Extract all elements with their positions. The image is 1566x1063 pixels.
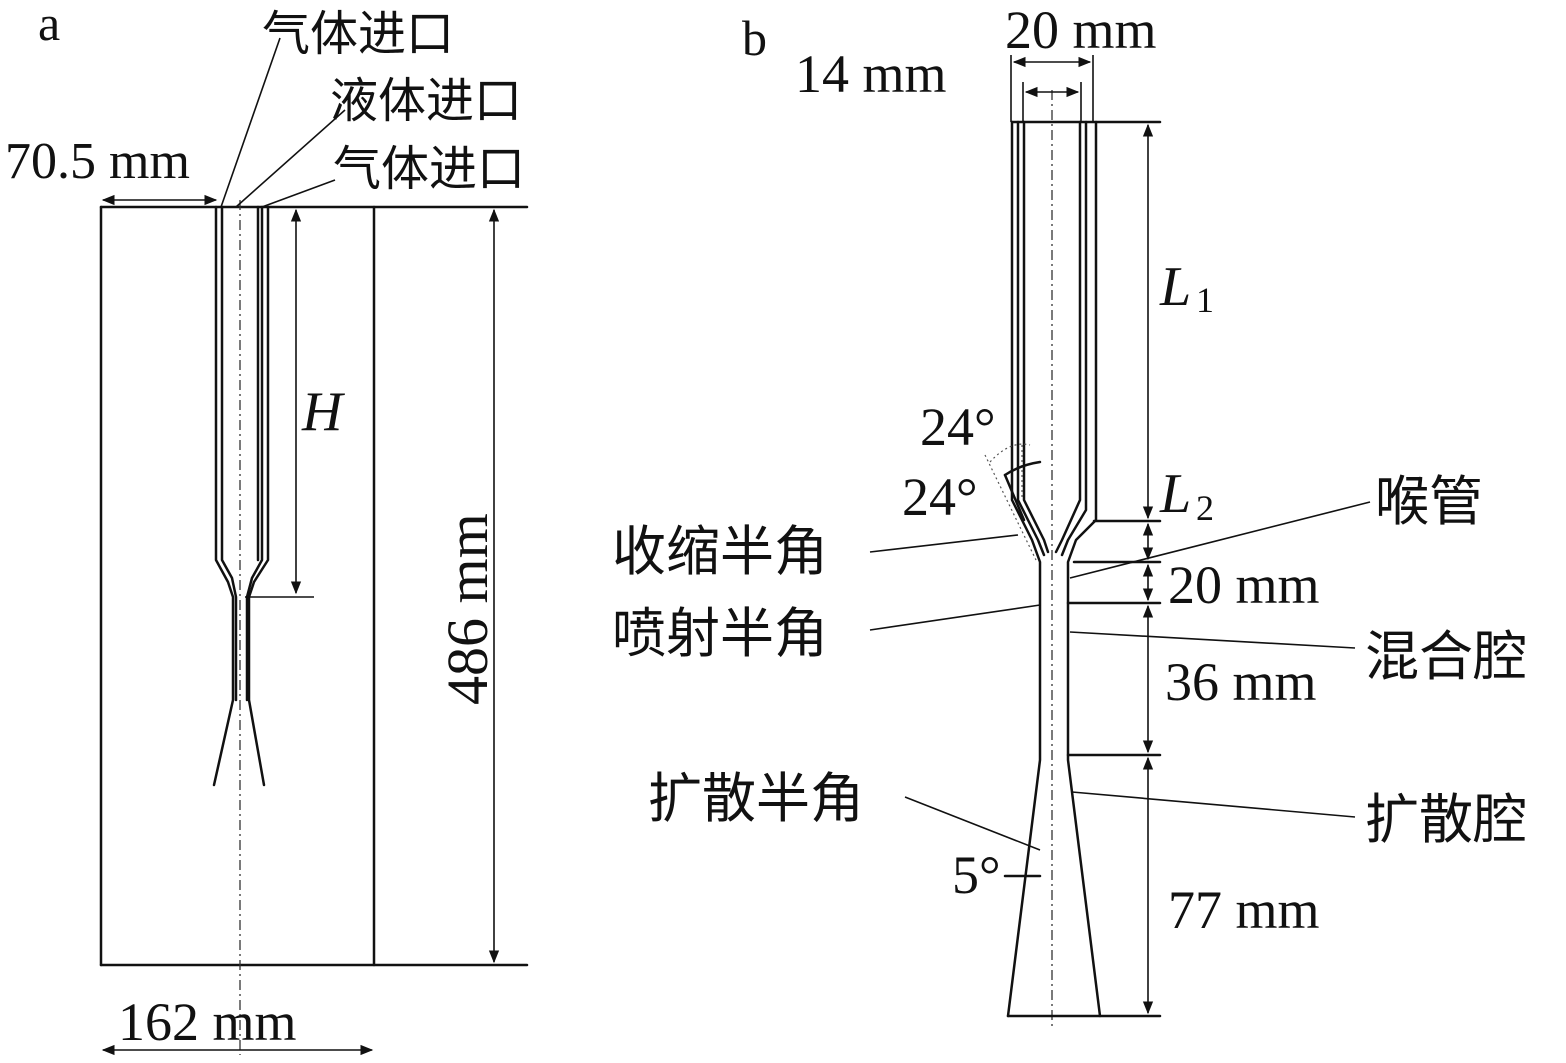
- dim-l2-symbol: L: [1159, 463, 1191, 525]
- label-diffuser-chamber: 扩散腔: [1365, 788, 1527, 851]
- panel-label-b: b: [742, 10, 767, 66]
- dim-mixing: 36 mm: [1142, 604, 1317, 754]
- label-contraction-half-angle: 收缩半角: [612, 520, 828, 583]
- inlet-leaders: [220, 37, 346, 208]
- diffuser-angle-mark: 5°: [952, 845, 1042, 905]
- dim-mixing-label: 36 mm: [1165, 652, 1317, 712]
- label-throat: 喉管: [1375, 470, 1483, 533]
- dim-l2-subscript: 2: [1196, 488, 1214, 528]
- dim-l1-symbol: L: [1159, 256, 1191, 318]
- panel-label-a: a: [38, 0, 60, 51]
- angle-upper-label: 24°: [920, 397, 996, 457]
- dim-outer-width-label: 20 mm: [1005, 0, 1157, 60]
- dim-diffuser: 77 mm: [1142, 756, 1320, 1015]
- dim-vessel-height: 486 mm: [435, 208, 500, 964]
- left-leaders: [869, 534, 1041, 851]
- label-gas-inlet-bottom: 气体进口: [333, 141, 525, 197]
- ejector-body: [1006, 120, 1162, 1018]
- angle-lower-label: 24°: [902, 467, 978, 527]
- dim-h-label: H: [301, 381, 345, 443]
- dim-inner-width-label: 14 mm: [795, 44, 947, 104]
- dim-h: H: [245, 208, 345, 598]
- dim-l1: L 1: [1142, 123, 1214, 520]
- label-jet-half-angle: 喷射半角: [612, 602, 828, 665]
- dim-vessel-width: 162 mm: [101, 992, 374, 1056]
- dim-throat-label: 20 mm: [1168, 555, 1320, 615]
- dim-diffuser-label: 77 mm: [1168, 880, 1320, 940]
- dim-throat: 20 mm: [1142, 555, 1320, 615]
- figure-b: b 20 mm 14 mm: [612, 0, 1527, 1030]
- diffuser-angle-label: 5°: [952, 845, 1001, 905]
- label-liquid-inlet: 液体进口: [330, 73, 522, 129]
- dim-l1-subscript: 1: [1196, 280, 1214, 320]
- dim-inner-width: 14 mm: [795, 44, 1082, 122]
- dim-vessel-height-label: 486 mm: [435, 513, 500, 705]
- contraction-angle-marks: [984, 443, 1042, 561]
- dim-outer-width: 20 mm: [1005, 0, 1157, 122]
- label-diffuser-half-angle: 扩散半角: [648, 767, 864, 830]
- vessel-outline: [99, 205, 529, 967]
- dim-l2: L 2: [1142, 463, 1214, 561]
- dim-offset: 70.5 mm: [5, 133, 218, 206]
- right-leaders: [1069, 501, 1371, 818]
- dim-vessel-width-label: 162 mm: [118, 992, 297, 1052]
- nozzle-a: [212, 205, 270, 787]
- label-mixing-chamber: 混合腔: [1365, 625, 1527, 688]
- dim-offset-label: 70.5 mm: [5, 133, 190, 190]
- label-gas-inlet-top: 气体进口: [262, 6, 454, 62]
- figure-a: a 气体进口 液体进口 气体进口 70.: [5, 0, 529, 1056]
